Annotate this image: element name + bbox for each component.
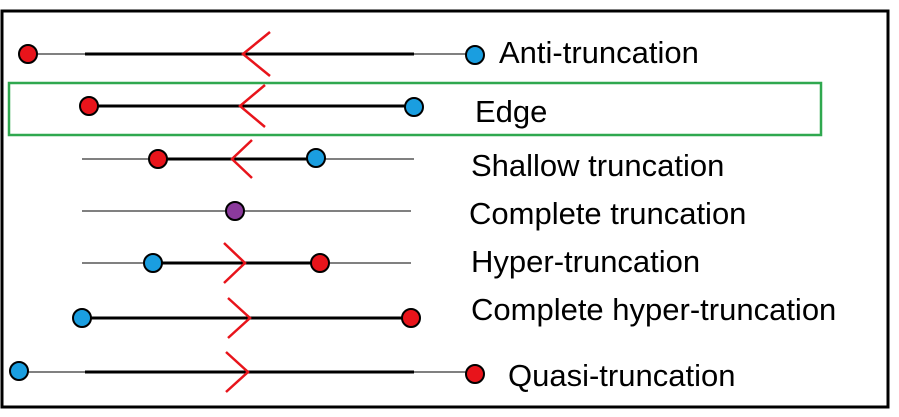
left-arrow-marker [238, 84, 266, 128]
outer-border [0, 9, 890, 409]
highlight-box [7, 81, 823, 137]
blue-vertex [465, 45, 485, 65]
red-vertex [148, 149, 168, 169]
row-quasi-truncation: Quasi-truncation [9, 351, 735, 393]
blue-vertex [9, 361, 29, 381]
row-label: Edge [475, 94, 547, 129]
row-shallow-truncation: Shallow truncation [82, 139, 724, 183]
row-hyper-truncation: Hyper-truncation [82, 242, 700, 284]
red-vertex [310, 253, 330, 273]
left-arrow-marker [230, 139, 253, 179]
right-arrow-marker [225, 351, 250, 393]
row-label: Quasi-truncation [508, 358, 735, 393]
row-complete-truncation: Complete truncation [82, 196, 746, 231]
blue-vertex [72, 308, 92, 328]
red-vertex [401, 308, 421, 328]
blue-vertex [404, 97, 424, 117]
row-anti-truncation: Anti-truncation [18, 31, 699, 77]
left-arrow-marker [241, 31, 271, 77]
purple-vertex [225, 201, 245, 221]
row-label: Complete truncation [469, 196, 746, 231]
red-vertex [18, 44, 38, 64]
red-vertex [79, 96, 99, 116]
row-label: Hyper-truncation [471, 244, 700, 279]
blue-vertex [143, 253, 163, 273]
right-arrow-marker [223, 242, 247, 284]
row-label: Anti-truncation [499, 35, 699, 70]
blue-vertex [306, 148, 326, 168]
row-label: Complete hyper-truncation [471, 292, 836, 327]
row-edge: Edge [79, 84, 547, 129]
right-arrow-marker [227, 297, 252, 339]
row-complete-hyper-truncation: Complete hyper-truncation [72, 292, 836, 339]
red-vertex [465, 364, 485, 384]
row-label: Shallow truncation [471, 148, 724, 183]
